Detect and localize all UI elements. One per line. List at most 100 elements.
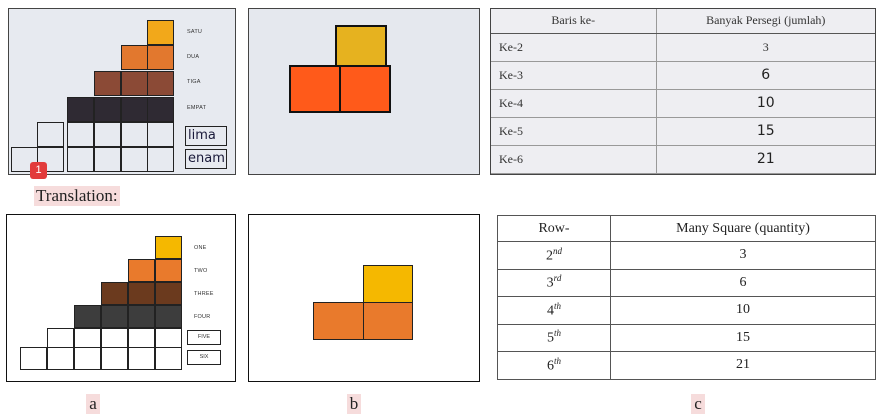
diagram-a-label: TWO xyxy=(194,268,208,274)
row-suffix: rd xyxy=(553,273,562,284)
row-number: 6 xyxy=(546,358,554,374)
diagram-a-square xyxy=(101,282,128,305)
row-value: 3 xyxy=(610,241,876,270)
row-suffix: nd xyxy=(553,245,562,256)
diagram-c-table-wrap: Row- Many Square (quantity) 2nd 3 3rd 6 … xyxy=(497,215,876,383)
diagram-a-outline-square xyxy=(128,347,155,370)
photo-c-row-label: Ke-3 xyxy=(491,61,657,90)
photo-b-orange-square xyxy=(289,65,341,113)
photo-a-square xyxy=(147,45,174,70)
table-row: 4th 10 xyxy=(497,296,876,325)
diagram-a-square xyxy=(155,282,182,305)
row-value: 15 xyxy=(610,323,876,352)
diagram-a-square xyxy=(128,305,155,328)
diagram-a-label: ONE xyxy=(194,245,207,251)
photo-c-row-label: Ke-2 xyxy=(491,33,657,62)
diagram-a-outline-square xyxy=(74,347,101,370)
photo-a-label: DUA xyxy=(187,54,200,60)
diagram-a-square xyxy=(155,236,182,259)
photo-a-staircase: SATU DUA TIGA EMPAT lima enam xyxy=(8,8,236,175)
photo-a-outline-square xyxy=(94,147,121,172)
row-number: 4 xyxy=(546,303,554,319)
photo-a-outline-square xyxy=(37,147,64,172)
photo-c-header: Banyak Persegi (jumlah) xyxy=(656,9,875,34)
photo-a-handwritten: lima xyxy=(185,126,227,146)
row-value: 6 xyxy=(610,268,876,297)
photo-a-square xyxy=(94,97,121,122)
diagram-a-label: FOUR xyxy=(194,314,211,320)
diagram-a-box-label: FIVE xyxy=(187,330,221,345)
photo-c-row-value: 3 xyxy=(656,33,875,62)
table-row: 2nd 3 xyxy=(497,241,876,270)
annotation-badge: 1 xyxy=(30,162,47,179)
photo-a-outline-square xyxy=(121,122,148,147)
diagram-a-square xyxy=(74,305,101,328)
photo-a-square xyxy=(94,71,121,96)
table-row: 3rd 6 xyxy=(497,268,876,297)
row-number: 3 xyxy=(546,276,554,292)
photo-a-outline-square xyxy=(147,122,174,147)
photo-a-outline-square xyxy=(37,122,64,147)
photo-a-square xyxy=(147,97,174,122)
diagram-a-square xyxy=(155,259,182,282)
photo-b-yellow-square xyxy=(335,25,387,71)
row-number: 5 xyxy=(546,331,554,347)
photo-c-header: Baris ke- xyxy=(491,9,657,34)
photo-a-label: EMPAT xyxy=(187,105,207,111)
diagram-b-l-shape xyxy=(248,214,480,382)
diagram-a-label: THREE xyxy=(194,291,214,297)
photo-a-square xyxy=(67,97,94,122)
diagram-a-square xyxy=(128,282,155,305)
photo-c-row-value: 10 xyxy=(656,89,875,118)
diagram-a-outline-square xyxy=(20,347,47,370)
photo-a-outline-square xyxy=(94,122,121,147)
photo-a-handwritten: enam xyxy=(185,149,227,169)
photo-c-row-value: 21 xyxy=(656,145,875,174)
photo-c-table: Baris ke- Banyak Persegi (jumlah) Ke-2 3… xyxy=(490,8,876,175)
photo-a-outline-square xyxy=(147,147,174,172)
photo-c-row-label: Ke-6 xyxy=(491,145,657,174)
diagram-a-outline-square xyxy=(155,347,182,370)
caption-c: c xyxy=(691,394,705,414)
table-header: Many Square (quantity) xyxy=(610,215,876,242)
row-number: 2 xyxy=(546,248,553,264)
table-header: Row- xyxy=(497,215,611,242)
photo-a-outline-square xyxy=(67,122,94,147)
photo-a-square xyxy=(121,97,148,122)
photo-c-data-table: Baris ke- Banyak Persegi (jumlah) Ke-2 3… xyxy=(491,9,875,174)
diagram-b-orange-square xyxy=(313,302,364,340)
diagram-a-square xyxy=(155,305,182,328)
diagram-b-yellow-square xyxy=(363,265,413,303)
diagram-b-orange-square xyxy=(363,302,413,340)
caption-a: a xyxy=(86,394,100,414)
translation-heading: Translation: xyxy=(34,186,120,206)
row-suffix: th xyxy=(553,355,561,366)
photo-a-square xyxy=(147,20,174,45)
photo-c-row-value: 6 xyxy=(656,61,875,90)
row-value: 10 xyxy=(610,296,876,325)
diagram-a-box-label: SIX xyxy=(187,350,221,365)
photo-c-row-label: Ke-4 xyxy=(491,89,657,118)
photo-a-outline-square xyxy=(121,147,148,172)
table-row: 6th 21 xyxy=(497,351,876,380)
diagram-a-square xyxy=(128,259,155,282)
photo-b-orange-square xyxy=(339,65,391,113)
diagram-c-table: Row- Many Square (quantity) 2nd 3 3rd 6 … xyxy=(497,215,876,380)
photo-a-label: SATU xyxy=(187,29,203,35)
row-value: 21 xyxy=(610,351,876,380)
diagram-a-outline-square xyxy=(47,347,74,370)
photo-a-label: TIGA xyxy=(187,79,201,85)
diagram-a-staircase: ONE TWO THREE FOUR FIVE SIX xyxy=(6,214,236,382)
row-suffix: th xyxy=(553,328,561,339)
diagram-a-square xyxy=(101,305,128,328)
photo-c-row-label: Ke-5 xyxy=(491,117,657,146)
photo-c-row-value: 15 xyxy=(656,117,875,146)
photo-a-square xyxy=(121,71,148,96)
table-row: 5th 15 xyxy=(497,323,876,352)
photo-a-outline-square xyxy=(67,147,94,172)
photo-a-square xyxy=(147,71,174,96)
photo-b-l-shape xyxy=(248,8,480,175)
diagram-a-outline-square xyxy=(101,347,128,370)
caption-b: b xyxy=(347,394,361,414)
row-suffix: th xyxy=(553,300,561,311)
